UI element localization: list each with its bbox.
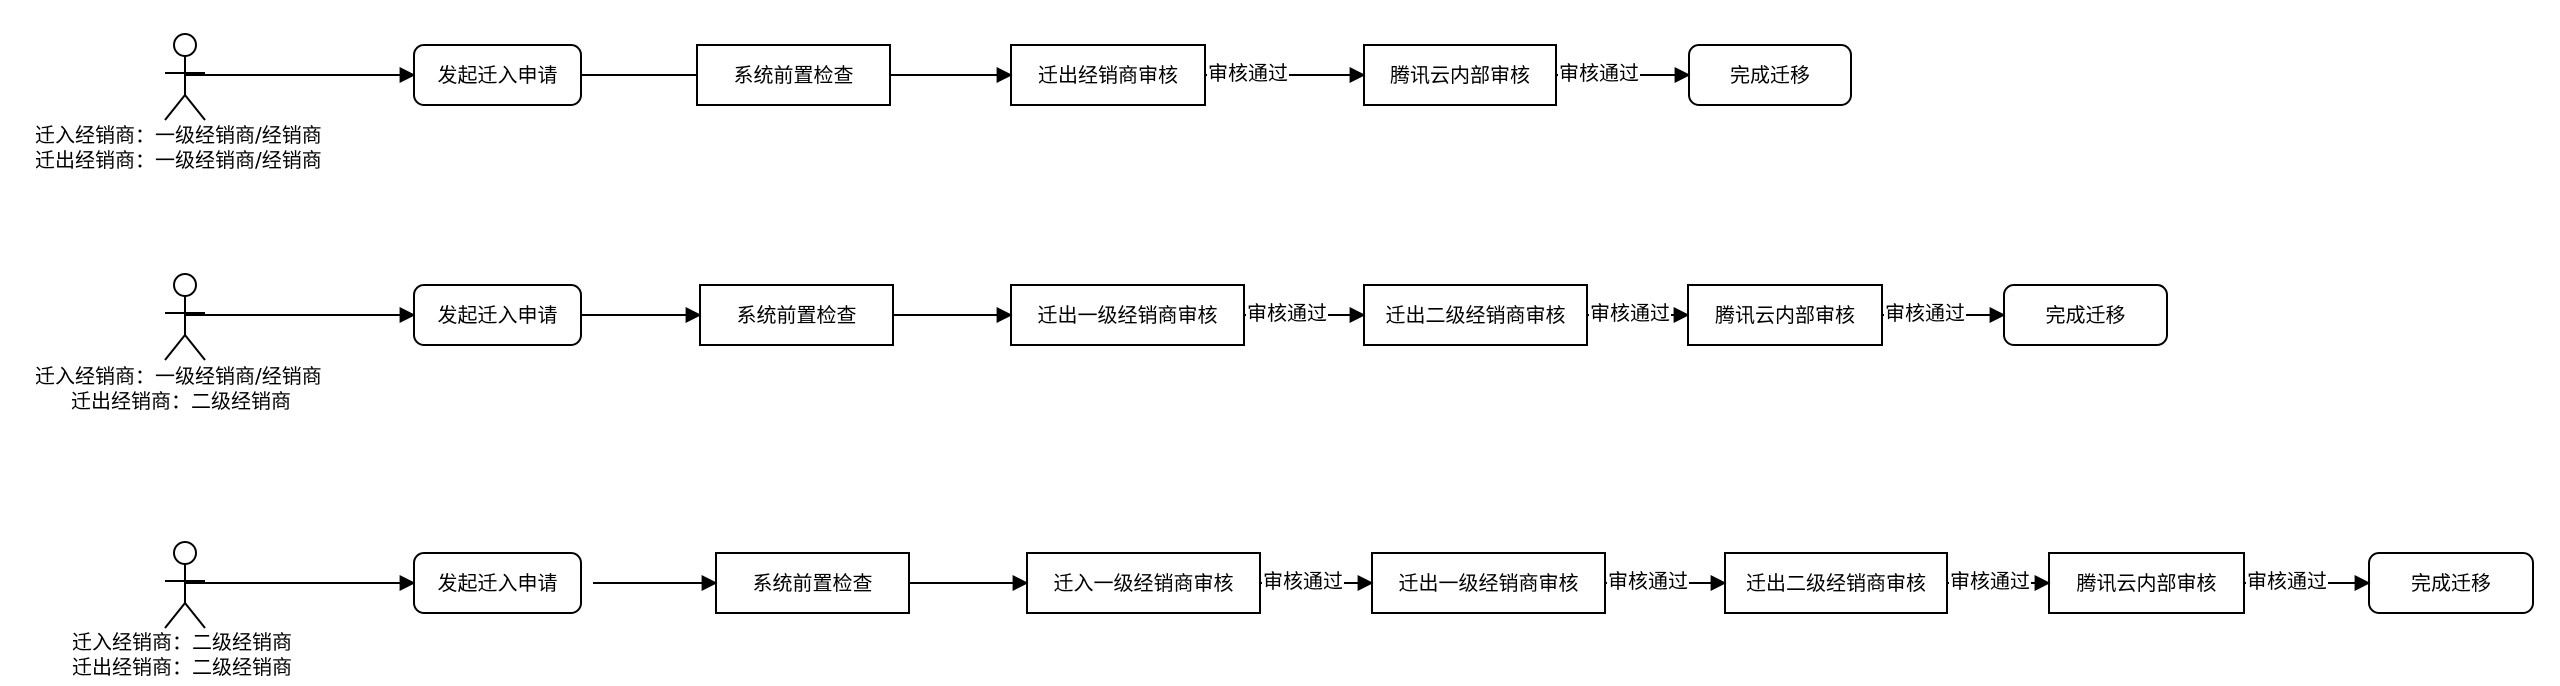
edge-label: 审核通过 xyxy=(1884,301,1966,326)
process-step: 腾讯云内部审核 xyxy=(1687,284,1883,346)
edge-label-text: 审核通过 xyxy=(1885,301,1965,325)
process-step: 发起迁入申请 xyxy=(413,284,582,346)
edge-label-text: 审核通过 xyxy=(1590,301,1670,325)
edge-label: 审核通过 xyxy=(1558,61,1640,86)
process-step-label: 迁出一级经销商审核 xyxy=(1399,571,1579,595)
process-step-label: 发起迁入申请 xyxy=(438,571,558,595)
process-step: 发起迁入申请 xyxy=(413,552,582,614)
process-step: 迁出经销商审核 xyxy=(1010,44,1206,106)
actor-role-label: 迁出经销商：二级经销商 xyxy=(72,655,292,679)
edge-label: 审核通过 xyxy=(2246,569,2328,594)
process-step: 系统前置检查 xyxy=(715,552,910,614)
edge-label-text: 审核通过 xyxy=(1608,569,1688,593)
edge-label-text: 审核通过 xyxy=(1559,61,1639,85)
edge-label-text: 审核通过 xyxy=(2247,569,2327,593)
actor-icon xyxy=(164,273,206,361)
process-step: 完成迁移 xyxy=(1688,44,1852,106)
process-step: 迁入一级经销商审核 xyxy=(1026,552,1261,614)
process-step-label: 系统前置检查 xyxy=(734,63,854,87)
edge-label: 审核通过 xyxy=(1607,569,1689,594)
process-step: 腾讯云内部审核 xyxy=(2048,552,2245,614)
actor-role-label: 迁出经销商：一级经销商/经销商 xyxy=(35,148,322,172)
actor-role-label: 迁入经销商：二级经销商 xyxy=(72,630,292,654)
actor-icon xyxy=(164,541,206,629)
process-step-label: 迁入一级经销商审核 xyxy=(1054,571,1234,595)
edge-label: 审核通过 xyxy=(1262,569,1344,594)
process-step-label: 腾讯云内部审核 xyxy=(1715,303,1855,327)
process-step-label: 腾讯云内部审核 xyxy=(1390,63,1530,87)
edge-label: 审核通过 xyxy=(1207,61,1289,86)
actor-role-label: 迁入经销商：一级经销商/经销商 xyxy=(35,123,322,147)
edge-label-text: 审核通过 xyxy=(1950,569,2030,593)
process-step-label: 完成迁移 xyxy=(2411,571,2491,595)
process-step: 完成迁移 xyxy=(2003,284,2168,346)
process-step-label: 迁出二级经销商审核 xyxy=(1386,303,1566,327)
process-step: 完成迁移 xyxy=(2368,552,2534,614)
process-step-label: 系统前置检查 xyxy=(753,571,873,595)
process-step-label: 腾讯云内部审核 xyxy=(2077,571,2217,595)
process-step-label: 完成迁移 xyxy=(1730,63,1810,87)
process-step: 迁出一级经销商审核 xyxy=(1010,284,1245,346)
edge-label: 审核通过 xyxy=(1246,301,1328,326)
process-step-label: 系统前置检查 xyxy=(737,303,857,327)
process-step: 系统前置检查 xyxy=(699,284,894,346)
process-step: 迁出二级经销商审核 xyxy=(1724,552,1948,614)
process-step: 系统前置检查 xyxy=(696,44,891,106)
process-step: 腾讯云内部审核 xyxy=(1363,44,1557,106)
process-step: 迁出二级经销商审核 xyxy=(1363,284,1588,346)
edge-label-text: 审核通过 xyxy=(1263,569,1343,593)
process-step-label: 发起迁入申请 xyxy=(438,303,558,327)
edge-label-text: 审核通过 xyxy=(1247,301,1327,325)
process-step-label: 发起迁入申请 xyxy=(438,63,558,87)
process-step-label: 迁出经销商审核 xyxy=(1038,63,1178,87)
actor-role-label: 迁入经销商：一级经销商/经销商 xyxy=(35,364,322,388)
edge-label: 审核通过 xyxy=(1589,301,1671,326)
edge-label: 审核通过 xyxy=(1949,569,2031,594)
actor-icon xyxy=(164,33,206,121)
edge-label-text: 审核通过 xyxy=(1208,61,1288,85)
actor-role-label: 迁出经销商：二级经销商 xyxy=(71,389,291,413)
process-step-label: 迁出一级经销商审核 xyxy=(1038,303,1218,327)
process-step-label: 完成迁移 xyxy=(2046,303,2126,327)
process-step: 迁出一级经销商审核 xyxy=(1371,552,1606,614)
process-step: 发起迁入申请 xyxy=(413,44,582,106)
process-step-label: 迁出二级经销商审核 xyxy=(1746,571,1926,595)
